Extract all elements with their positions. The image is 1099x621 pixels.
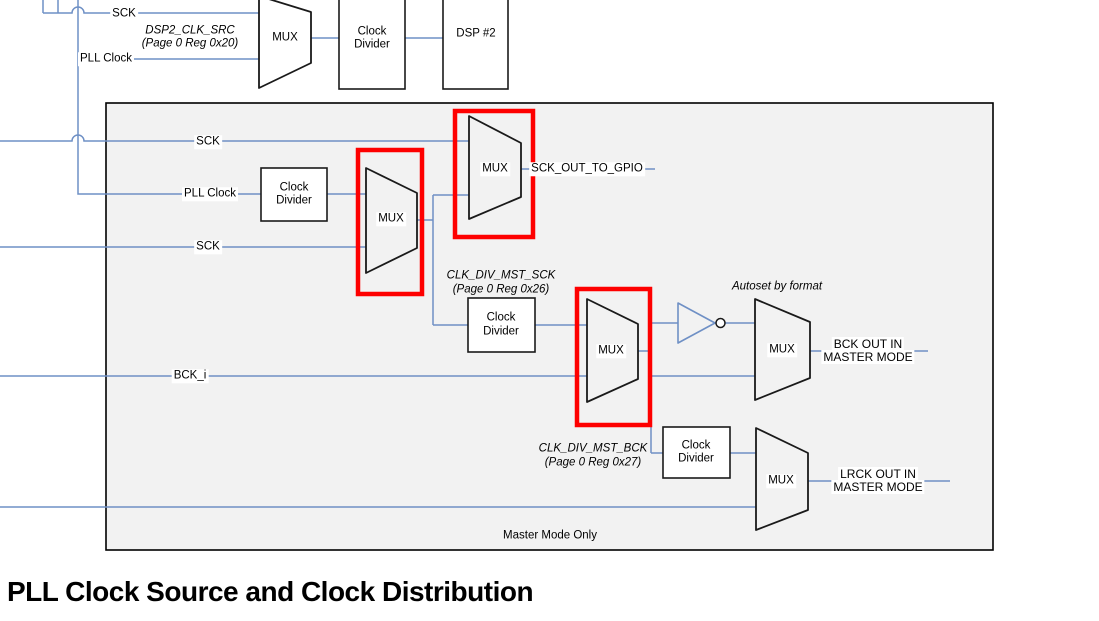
register-label-clk-div-mst-bck-reg: (Page 0 Reg 0x27) (544, 456, 642, 469)
inverter-icon (677, 302, 726, 344)
clock-divider-3-label-1: Clock (681, 439, 711, 452)
clock-divider-1-label-1: Clock (279, 181, 309, 194)
highlight-box-mux1 (355, 147, 425, 297)
signal-label-lrck-out-2: MASTER MODE (831, 480, 925, 494)
register-label-clk-div-mst-sck-reg: (Page 0 Reg 0x26) (452, 283, 550, 296)
wire-top-box-stub (42, 0, 59, 13)
signal-label-pll-clock-top: PLL Clock (78, 52, 134, 66)
clock-divider-block-1 (260, 167, 328, 222)
rect-blocks (260, 0, 731, 479)
wire-mux1-out (417, 194, 469, 326)
mux3-label: MUX (596, 344, 626, 358)
mux3-shape (586, 298, 639, 403)
signal-label-lrck-out-1: LRCK OUT IN (838, 467, 918, 481)
signal-label-bck-out-2: MASTER MODE (821, 350, 915, 364)
wire-sck-top (43, 6, 259, 14)
mux4-label: MUX (767, 343, 797, 357)
highlight-box-mux3 (574, 286, 653, 428)
note-master-mode-only: Master Mode Only (503, 529, 597, 542)
mux1-label: MUX (376, 212, 406, 226)
signal-label-pll-clock-in: PLL Clock (182, 187, 238, 201)
dsp2-block (442, 0, 509, 90)
inverter-bubble (715, 317, 726, 329)
mux5-shape (755, 427, 809, 531)
mux5-label: MUX (766, 474, 796, 488)
register-label-clk-div-mst-bck: CLK_DIV_MST_BCK (538, 442, 648, 455)
signal-label-bck-out-1: BCK OUT IN (831, 337, 905, 351)
mux1-shape (365, 167, 418, 274)
inverter-triangle (677, 302, 716, 344)
clock-divider-2-label-1: Clock (486, 311, 516, 324)
clock-divider-3-label-2: Divider (678, 452, 714, 465)
clock-divider-2-label-2: Divider (483, 325, 519, 338)
signal-label-bck-i: BCK_i (171, 369, 209, 383)
wire-sck-mid (0, 134, 469, 142)
clock-divider-block-2 (467, 297, 536, 353)
clock-divider-top-label-1: Clock (357, 25, 387, 38)
mux2-label: MUX (480, 162, 510, 176)
register-label-clk-div-mst-sck: CLK_DIV_MST_SCK (446, 269, 556, 282)
clock-divider-1-label-2: Divider (276, 194, 312, 207)
clock-divider-block-top (338, 0, 406, 90)
signal-label-sck-low: SCK (194, 240, 222, 254)
register-label-dsp2-clk-src-reg: (Page 0 Reg 0x20) (141, 37, 239, 50)
mux0-shape (258, 0, 312, 89)
dsp2-label: DSP #2 (456, 27, 496, 40)
mux0-label: MUX (270, 31, 300, 45)
clock-divider-block-3 (662, 426, 731, 479)
note-autoset-by-format: Autoset by format (731, 280, 823, 293)
mux4-shape (754, 298, 811, 401)
figure-caption: PLL Clock Source and Clock Distribution (7, 576, 534, 607)
mux2-shape (468, 115, 522, 220)
signal-label-sck-top: SCK (110, 7, 138, 21)
signal-label-sck-mid: SCK (194, 135, 222, 149)
mux-shapes (258, 0, 811, 531)
signal-label-sck-out-to-gpio: SCK_OUT_TO_GPIO (529, 162, 645, 176)
register-label-dsp2-clk-src: DSP2_CLK_SRC (145, 24, 235, 37)
clock-divider-top-label-2: Divider (354, 38, 390, 51)
